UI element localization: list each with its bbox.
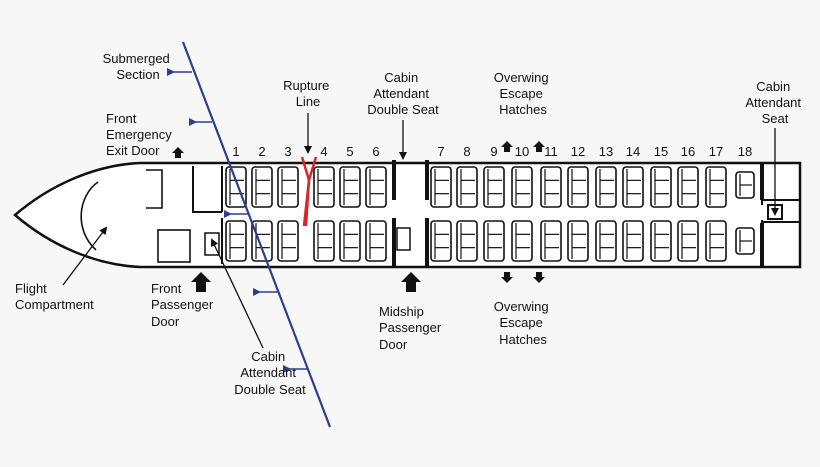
seat-left-row (313, 166, 335, 208)
waterline (181, 41, 332, 428)
label-midship-passenger-door: Midship Passenger Door (379, 304, 445, 352)
exit-arrows (172, 141, 545, 292)
seat-left-row (622, 166, 644, 208)
seat-right-row (735, 227, 755, 255)
seat-left-row (225, 166, 247, 208)
label-overwing-escape-hatches-bottom: Overwing Escape Hatches (494, 299, 553, 347)
waterline-ticks (167, 68, 307, 373)
seat-left-row (277, 166, 299, 208)
seat-left-row (365, 166, 387, 208)
labels: Submerged Section Front Emergency Exit D… (15, 51, 804, 397)
seat-left-row (735, 171, 755, 199)
seat-left-row (511, 166, 533, 208)
label-front-passenger-door: Front Passenger Door (151, 281, 217, 329)
row-number: 1 (232, 144, 239, 159)
seat-right-row (313, 220, 335, 262)
seat-left-row (339, 166, 361, 208)
seat-left-row (567, 166, 589, 208)
seat-right-row (595, 220, 617, 262)
seat-right-row (483, 220, 505, 262)
row-number: 18 (738, 144, 752, 159)
seat-right-row (567, 220, 589, 262)
rupture-line (300, 156, 318, 227)
flight-compartment-structure (80, 169, 191, 263)
midship-attendant-seat (396, 227, 411, 251)
leader-arrows (62, 113, 779, 349)
seat-right-row (511, 220, 533, 262)
midship-partitions (392, 160, 429, 268)
row-number: 2 (258, 144, 265, 159)
overwing-hatch-arrow-bottom-right (533, 272, 545, 283)
seat-right-row (650, 220, 672, 262)
label-front-emergency-exit-door: Front Emergency Exit Door (106, 111, 175, 158)
row-number: 11 (544, 144, 558, 159)
seat-left-row (705, 166, 727, 208)
seat-left-row (456, 166, 478, 208)
midship-passenger-door-arrow (401, 272, 421, 292)
front-galley (192, 166, 223, 264)
seat-right-row (225, 220, 247, 262)
seat-right-row (365, 220, 387, 262)
seat-right-row (677, 220, 699, 262)
seat-left-row (540, 166, 562, 208)
seat-grid (225, 166, 755, 262)
row-number: 7 (437, 144, 444, 159)
row-number: 5 (346, 144, 353, 159)
row-number: 6 (372, 144, 379, 159)
row-number: 10 (515, 144, 529, 159)
seat-left-row (595, 166, 617, 208)
seat-right-row (430, 220, 452, 262)
row-number: 13 (599, 144, 613, 159)
label-submerged-section: Submerged Section (103, 51, 174, 82)
seat-right-row (456, 220, 478, 262)
seat-left-row (483, 166, 505, 208)
seat-left-row (650, 166, 672, 208)
seat-right-row (339, 220, 361, 262)
seat-right-row (622, 220, 644, 262)
label-cabin-attendant-double-seat-top: Cabin Attendant Double Seat (367, 70, 439, 117)
row-number: 12 (571, 144, 585, 159)
row-number: 9 (490, 144, 497, 159)
label-cabin-attendant-seat: Cabin Attendant Seat (745, 79, 804, 126)
seat-left-row (430, 166, 452, 208)
seat-right-row (277, 220, 299, 262)
label-rupture-line: Rupture Line (283, 78, 333, 109)
label-flight-compartment: Flight Compartment (15, 281, 94, 312)
label-cabin-attendant-double-seat-bottom: Cabin Attendant Double Seat (234, 349, 306, 397)
seat-right-row (540, 220, 562, 262)
row-number: 15 (654, 144, 668, 159)
overwing-hatch-arrow-top-left (501, 141, 513, 152)
row-number: 14 (626, 144, 640, 159)
row-number: 3 (284, 144, 291, 159)
front-emergency-exit-arrow (172, 147, 184, 158)
seat-right-row (251, 220, 273, 262)
seat-left-row (677, 166, 699, 208)
overwing-hatch-arrow-bottom-left (501, 272, 513, 283)
front-passenger-door-arrow (191, 272, 211, 292)
overwing-hatch-arrow-top-right (533, 141, 545, 152)
row-number: 4 (320, 144, 327, 159)
row-number: 17 (709, 144, 723, 159)
seat-left-row (251, 166, 273, 208)
row-number: 16 (681, 144, 695, 159)
row-number: 8 (463, 144, 470, 159)
label-overwing-escape-hatches-top: Overwing Escape Hatches (494, 70, 553, 117)
seat-right-row (705, 220, 727, 262)
